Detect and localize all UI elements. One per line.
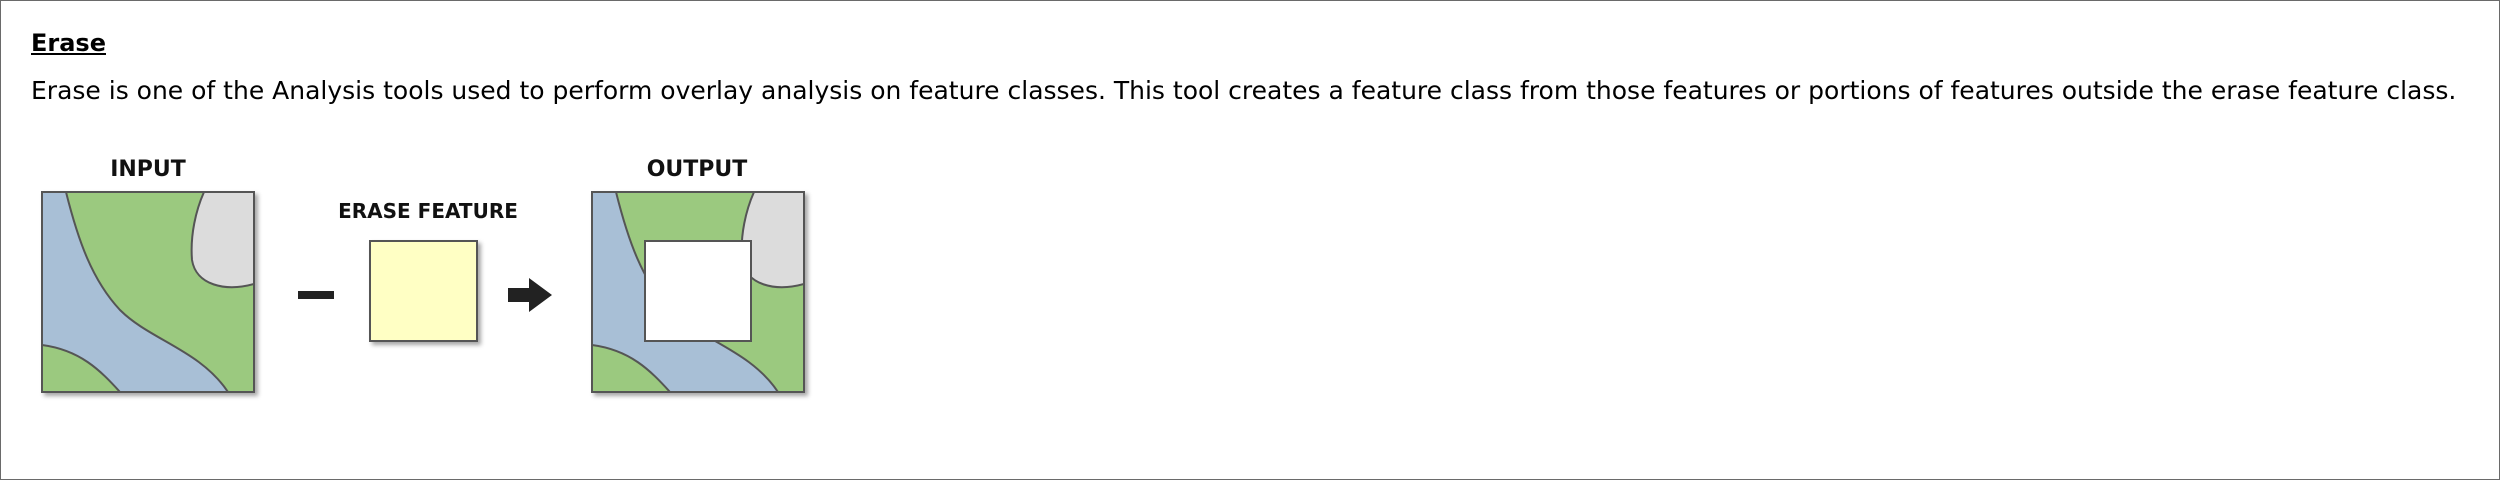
description-text: Erase is one of the Analysis tools used … — [31, 76, 2457, 105]
page-title: Erase — [31, 29, 106, 57]
